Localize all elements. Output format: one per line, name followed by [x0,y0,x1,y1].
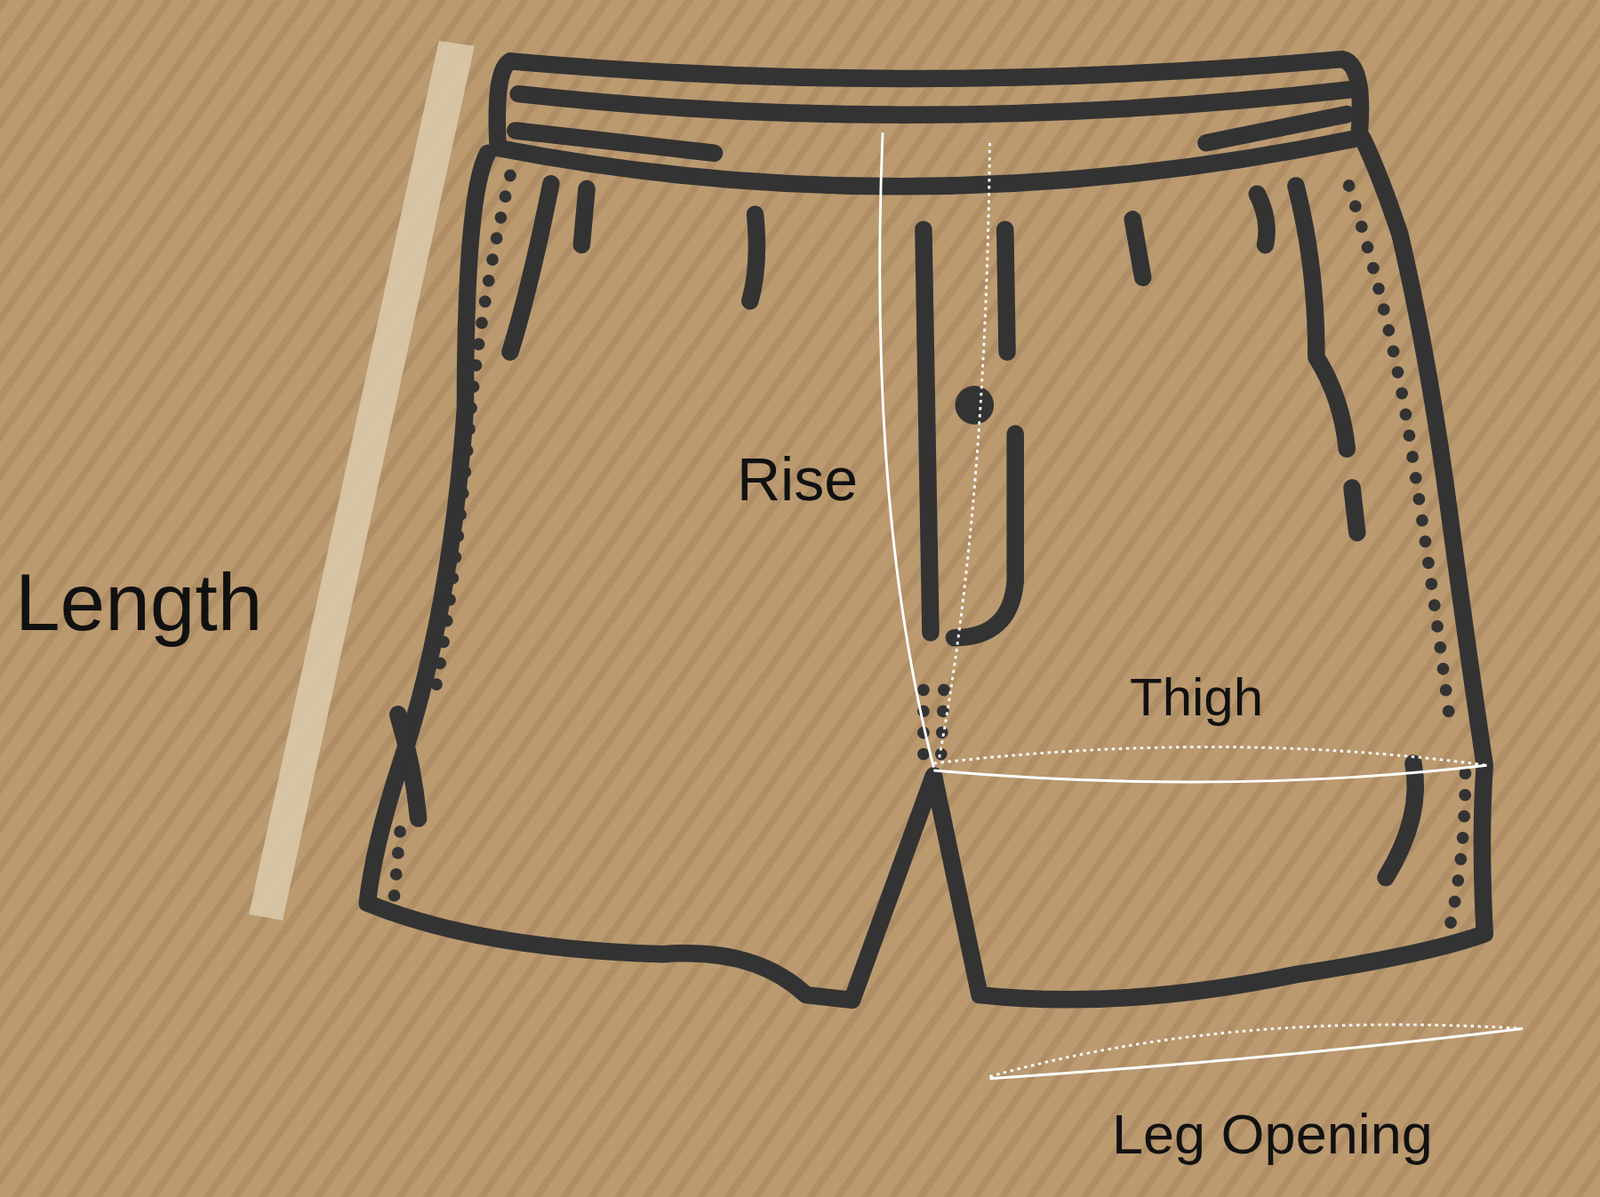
leg-opening-label: Leg Opening [1112,1104,1433,1166]
measure-lines [880,132,1523,1080]
stitch-dots [393,176,1465,932]
length-label: Length [15,558,263,648]
length-bar [248,40,475,921]
button [954,385,994,425]
rise-label: Rise [736,446,858,513]
shorts-outline [367,59,1485,1001]
thigh-label: Thigh [1129,668,1264,728]
